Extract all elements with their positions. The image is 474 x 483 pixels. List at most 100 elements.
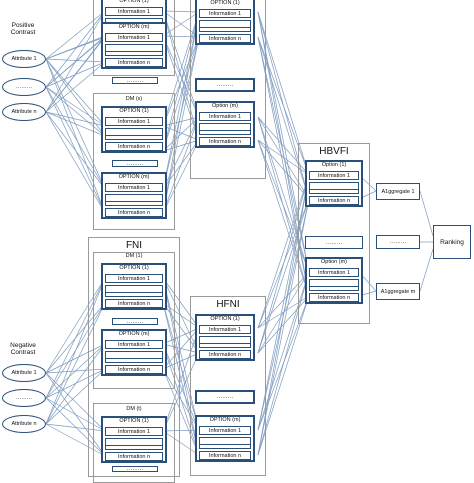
- connector-line: [419, 190, 434, 237]
- connector-line: [45, 86, 106, 127]
- dm1-opt1-option-title: OPTION (1): [119, 265, 149, 271]
- hfni-dots: ………: [195, 390, 255, 404]
- dm1-top-opt1-info1-box: Information 1: [105, 7, 163, 16]
- connector-line: [45, 111, 106, 127]
- hfni-optm-blank-box: [199, 444, 251, 449]
- connector-line: [45, 343, 106, 374]
- dms-optm-infon-box: Information n: [105, 208, 163, 217]
- mid-top-optm-info1-box: Information 1: [199, 112, 251, 121]
- dms-opt1-info1-box: Information 1: [105, 117, 163, 126]
- connector-line: [257, 174, 310, 329]
- dm1-optm-infon-box: Information n: [105, 365, 163, 374]
- hbvfi-dots: ………: [305, 236, 363, 249]
- positive-attribute-n: Attribute n: [2, 103, 46, 121]
- hfni-opt1-info1-box: Information 1: [199, 325, 251, 334]
- connector-line: [162, 35, 200, 118]
- connector-line: [45, 58, 106, 137]
- connector-line: [162, 116, 200, 127]
- connector-line: [45, 111, 106, 190]
- connector-line: [162, 343, 200, 431]
- hfni-optm-info1-box: Information 1: [199, 426, 251, 435]
- dm1-top-optm-info1-box: Information 1: [105, 33, 163, 42]
- connector-line: [45, 10, 106, 88]
- connector-line: [257, 295, 310, 456]
- dm1-top-optm-infon-box: Information n: [105, 58, 163, 67]
- connector-line: [45, 397, 106, 457]
- connector-line: [162, 327, 200, 370]
- connector-line: [257, 271, 310, 329]
- aggregate-dots-box: ………: [376, 235, 420, 249]
- dm-top-dots: ………: [112, 77, 158, 84]
- dm1-optm-info1-box: Information 1: [105, 340, 163, 349]
- dm-t-dots: ………: [112, 466, 158, 472]
- connector-line: [257, 139, 310, 273]
- dms-opt1-infon-box: Information n: [105, 142, 163, 151]
- connector-line: [162, 11, 200, 152]
- dm1-optm-option-title: OPTION (m): [118, 331, 150, 337]
- connector-line: [45, 302, 106, 425]
- dm-1-title: DM (1): [125, 253, 143, 259]
- connector-line: [162, 352, 200, 370]
- dm-group-s: [93, 93, 175, 230]
- dm-group-top: [93, 0, 175, 76]
- dms-opt1-blank-box: [105, 135, 163, 140]
- hbvfi-optm-option-title: Option (m): [321, 259, 347, 265]
- connector-line: [45, 58, 106, 214]
- dm1-opt1-infon-box: Information n: [105, 299, 163, 308]
- mid-top-optm-blank-box: [199, 130, 251, 135]
- dmt-opt1-option-title: OPTION (1): [119, 418, 149, 424]
- connector-line: [257, 139, 310, 297]
- dms-opt1-option-title: OPTION (1): [119, 108, 149, 114]
- dms-optm-info1-box: Information 1: [105, 183, 163, 192]
- negative-attribute-1: Attribute 1: [2, 364, 46, 382]
- dm1-opt1-blank-box: [105, 292, 163, 297]
- hbvfi-optm-blank-box: [309, 286, 359, 291]
- connector-line: [257, 198, 310, 456]
- hfni-opt1-blank-box: [199, 343, 251, 348]
- connector-line: [162, 368, 200, 456]
- dm-s-title: DM (s): [125, 96, 143, 102]
- mid-top-opt1-info1-box: Information 1: [199, 9, 251, 18]
- connector-line: [45, 343, 106, 425]
- connector-line: [162, 368, 200, 431]
- hfni-opt1-infon-box: Information n: [199, 350, 251, 359]
- connector-line: [162, 277, 200, 329]
- positive-attribute-1: Attribute 1: [2, 50, 46, 68]
- dmt-opt1-infon-box: Information n: [105, 452, 163, 461]
- connector-line: [162, 11, 200, 37]
- connector-line: [45, 423, 106, 457]
- connector-line: [45, 343, 106, 399]
- aggregate-m-box: A1ggregate m: [376, 283, 420, 300]
- connector-line: [257, 36, 310, 297]
- hbvfi-opt1-info1-box: Information 1: [309, 171, 359, 180]
- hbvfi-opt1-blank-box: [309, 189, 359, 194]
- connector-line: [162, 36, 200, 214]
- mid-top-optm-infon-box: Information n: [199, 137, 251, 146]
- dm1-optm-blank-box: [105, 358, 163, 363]
- dms-optm-option-title: OPTION (m): [118, 174, 150, 180]
- connector-line: [162, 430, 200, 456]
- connector-line: [257, 116, 310, 176]
- connector-line: [257, 198, 310, 354]
- hfni-optm-option-title: OPTION (m): [209, 417, 241, 423]
- connector-line: [162, 11, 200, 127]
- connector-line: [45, 277, 106, 374]
- connector-line: [162, 327, 200, 432]
- negative-attribute-n: Attribute n: [2, 415, 46, 433]
- connector-line: [257, 271, 310, 456]
- connector-line: [257, 116, 310, 273]
- connector-line: [257, 174, 310, 354]
- dmt-opt1-blank-box: [105, 445, 163, 450]
- dm1-top-optm-option-title: OPTION (m): [118, 24, 150, 30]
- hfni-optm-infon-box: Information n: [199, 451, 251, 460]
- connector-line: [45, 36, 106, 60]
- connector-line: [162, 302, 200, 329]
- connector-line: [162, 139, 200, 152]
- connector-line: [257, 36, 310, 176]
- dm1-top-optm-blank-box: [105, 51, 163, 56]
- connector-line: [45, 111, 106, 214]
- connector-line: [162, 36, 200, 152]
- hbvfi-optm-infon-box: Information n: [309, 293, 359, 302]
- positive-attribute-dots: ………: [2, 78, 46, 96]
